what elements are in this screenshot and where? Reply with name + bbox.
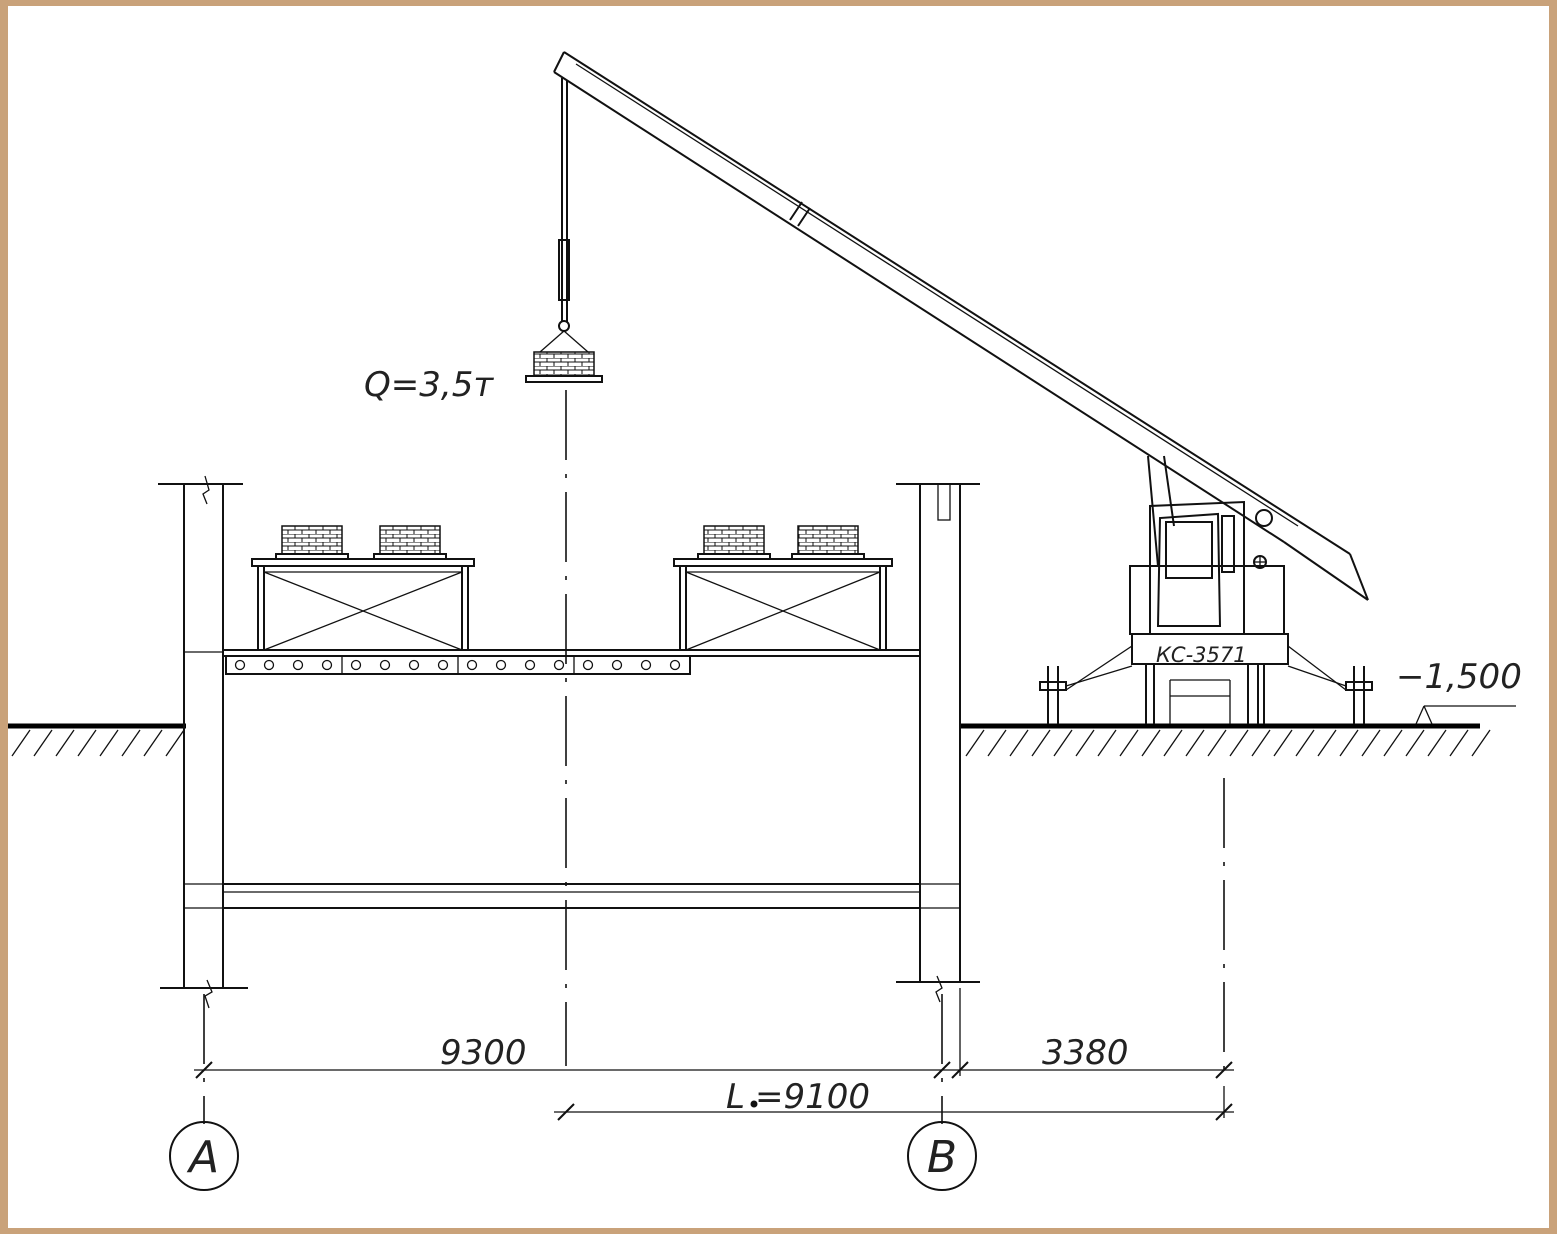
lower-beam <box>223 883 920 909</box>
ground-hatch <box>1383 729 1403 757</box>
slab-hole <box>263 659 275 671</box>
slab-hole <box>292 659 304 671</box>
ground-hatch <box>1251 729 1271 757</box>
axis-a-label: А <box>186 1132 219 1183</box>
dimension-reach: L=9100 <box>726 1077 870 1117</box>
ground-hatch <box>1009 729 1029 757</box>
brick-pallet <box>697 525 771 560</box>
slab-hole <box>350 659 362 671</box>
column-right <box>896 483 980 1003</box>
dimension-span: 9300 <box>440 1033 527 1073</box>
ground-hatch <box>1229 729 1249 757</box>
slab-hole <box>437 659 449 671</box>
slab-hole <box>524 659 536 671</box>
drawing-sheet: КС-3571 Q=3,5т −1,500 9300 3380 L=9100 А <box>8 6 1549 1228</box>
dimension-crane-offset: 3380 <box>1042 1033 1129 1073</box>
ground-hatch <box>1361 729 1381 757</box>
dimension-reach-value: =9100 <box>755 1077 870 1117</box>
ground-hatch <box>1427 729 1447 757</box>
slab-hole <box>466 659 478 671</box>
ground-hatch <box>1031 729 1051 757</box>
scaffold-left <box>251 558 475 651</box>
ground-hatch <box>165 729 185 757</box>
ground-hatch <box>77 729 97 757</box>
ground-hatch <box>1449 729 1469 757</box>
scaffold-right <box>673 558 893 651</box>
ground-hatch <box>1119 729 1139 757</box>
column-left <box>158 475 248 1009</box>
ground-left <box>8 723 186 757</box>
crane-model-label: КС-3571 <box>1156 643 1247 667</box>
slab-hole <box>495 659 507 671</box>
slab-hole <box>234 659 246 671</box>
ground-hatch <box>965 729 985 757</box>
dimension-reach-prefix: L <box>726 1077 745 1117</box>
slab-hole <box>553 659 565 671</box>
ground-hatch <box>1141 729 1161 757</box>
axis-bubble-a <box>169 1121 239 1191</box>
ground-hatch <box>11 729 31 757</box>
floor-slab <box>223 649 920 675</box>
brick-pallet <box>373 525 447 560</box>
ground-hatch <box>99 729 119 757</box>
slab-hole <box>669 659 681 671</box>
crane-boom <box>553 51 1369 601</box>
slab-hole <box>611 659 623 671</box>
elevation-mark <box>1415 705 1516 725</box>
axis-bubble-b <box>907 1121 977 1191</box>
brick-pallet <box>275 525 349 560</box>
slab-hole <box>321 659 333 671</box>
ground-hatch <box>1317 729 1337 757</box>
ground-hatch <box>1097 729 1117 757</box>
brick-pallet <box>791 525 865 560</box>
ground-hatch <box>1075 729 1095 757</box>
reach-subscript-dot <box>750 1100 758 1108</box>
elevation-label: −1,500 <box>1396 657 1522 697</box>
mobile-crane <box>1039 455 1373 724</box>
dimension-line-upper <box>194 1061 1234 1079</box>
slab-hole <box>582 659 594 671</box>
slab-hole <box>640 659 652 671</box>
ground-hatch <box>1053 729 1073 757</box>
ground-hatch <box>33 729 53 757</box>
ground-hatch <box>143 729 163 757</box>
ground-hatch <box>1339 729 1359 757</box>
ground-right <box>960 723 1491 757</box>
ground-hatch <box>1405 729 1425 757</box>
slab-hole <box>408 659 420 671</box>
dimension-line-lower <box>554 1086 1234 1121</box>
ground-hatch <box>1471 729 1491 757</box>
load-label: Q=3,5т <box>364 365 494 405</box>
ground-hatch <box>987 729 1007 757</box>
ground-hatch <box>1273 729 1293 757</box>
hook-with-load <box>525 78 603 383</box>
construction-drawing: КС-3571 Q=3,5т −1,500 9300 3380 L=9100 А <box>8 51 1522 1191</box>
ground-hatch <box>121 729 141 757</box>
axis-b-label: В <box>927 1132 957 1183</box>
slab-hole <box>379 659 391 671</box>
ground-hatch <box>1185 729 1205 757</box>
ground-hatch <box>1295 729 1315 757</box>
ground-hatch <box>1163 729 1183 757</box>
ground-hatch <box>1207 729 1227 757</box>
ground-hatch <box>55 729 75 757</box>
